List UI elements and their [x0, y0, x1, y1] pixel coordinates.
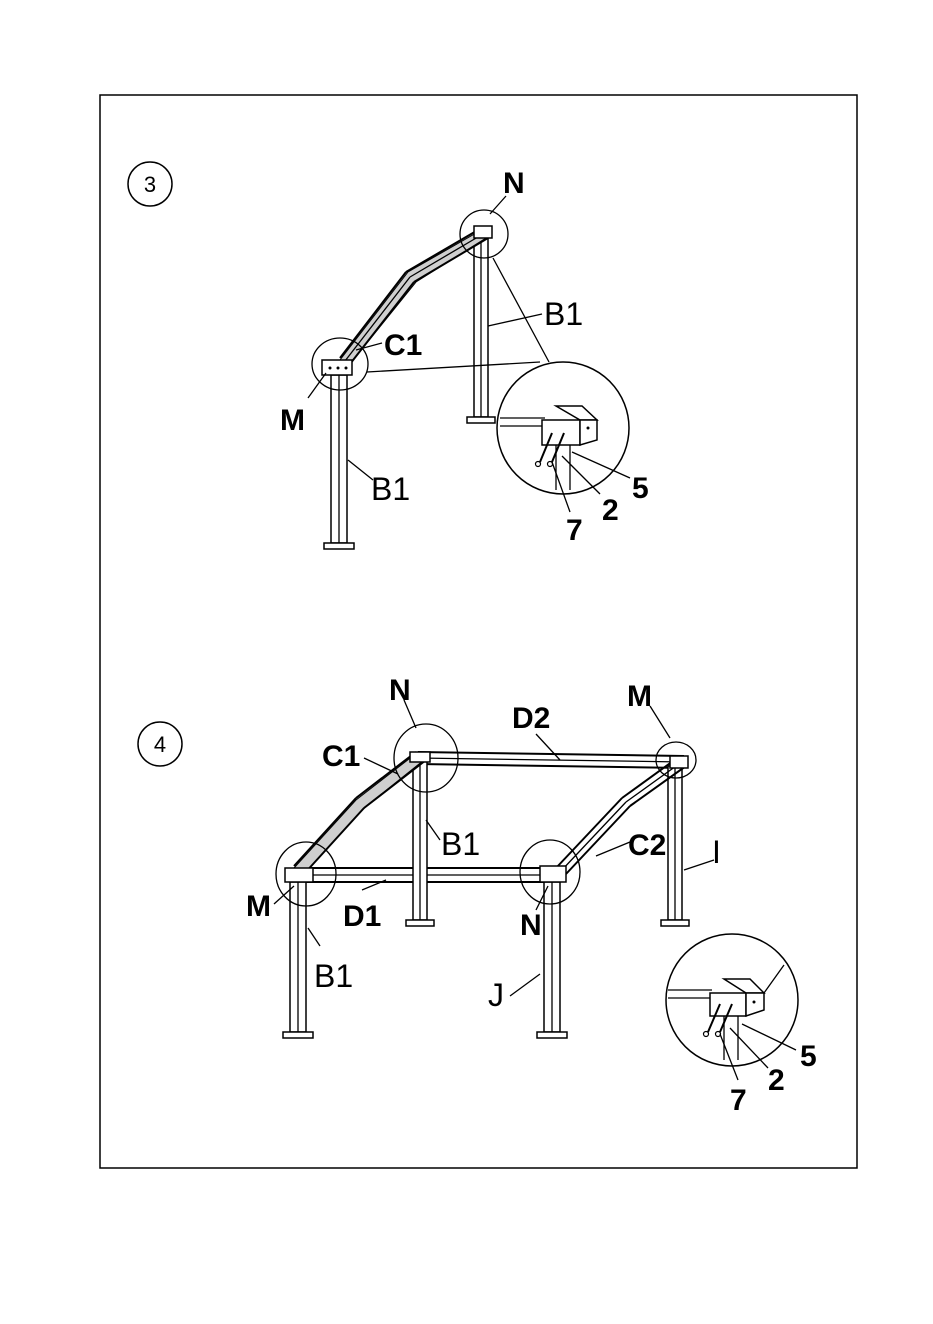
step4-detail-view — [666, 934, 798, 1066]
step3-label-m: M — [280, 404, 305, 437]
step3-post-right — [467, 235, 495, 423]
step-4: 4 — [138, 674, 817, 1117]
step4-label-m-top: M — [627, 680, 652, 713]
step4-label-n-front: N — [520, 909, 542, 942]
step4-label-d1: D1 — [343, 900, 381, 933]
step4-label-5: 5 — [800, 1040, 817, 1073]
step4-bracket-m-left — [285, 868, 313, 882]
step3-label-c1: C1 — [384, 329, 422, 362]
step3-label-b1-right: B1 — [544, 296, 583, 332]
step-3-number: 3 — [144, 172, 156, 197]
step4-label-j: J — [488, 977, 504, 1013]
step3-label-7: 7 — [566, 514, 583, 547]
step4-label-n-top: N — [389, 674, 411, 707]
step4-label-b1-front: B1 — [314, 958, 353, 994]
step4-label-c1: C1 — [322, 740, 360, 773]
step-3: 3 — [128, 162, 649, 549]
step4-label-7: 7 — [730, 1084, 747, 1117]
step4-label-2: 2 — [768, 1064, 785, 1097]
step4-label-c2: C2 — [628, 829, 666, 862]
step-4-number: 4 — [154, 732, 166, 757]
step3-bracket-m — [322, 360, 352, 375]
step4-label-d2: D2 — [512, 702, 550, 735]
step4-label-m-left: M — [246, 890, 271, 923]
step4-label-b1-back: B1 — [441, 826, 480, 862]
step4-post-front-right — [537, 882, 567, 1038]
step3-bracket-n — [474, 226, 492, 238]
step3-detail-view — [497, 362, 629, 494]
step4-bracket-n-top — [410, 752, 430, 762]
step4-label-i: I — [712, 834, 721, 870]
step4-bracket-n-front — [540, 866, 566, 882]
step4-bracket-m-top — [670, 756, 688, 768]
step3-label-2: 2 — [602, 494, 619, 527]
step3-label-n: N — [503, 167, 525, 200]
step4-post-back-left — [406, 760, 434, 926]
step3-label-b1-left: B1 — [371, 471, 410, 507]
step3-label-5: 5 — [632, 472, 649, 505]
